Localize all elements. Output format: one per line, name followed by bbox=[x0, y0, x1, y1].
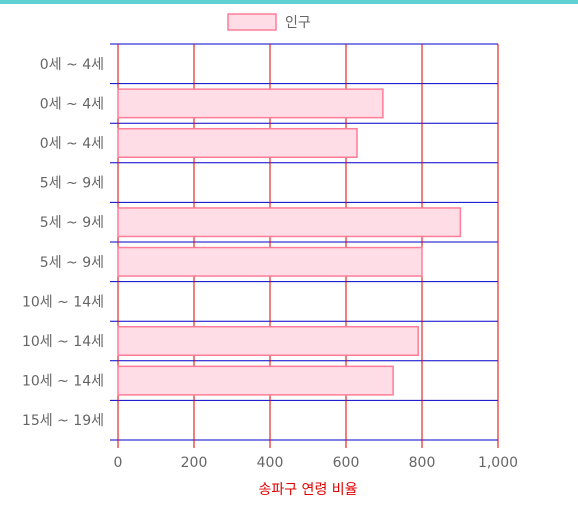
bar bbox=[117, 325, 419, 357]
y-tick-label: 0세 ~ 4세 bbox=[40, 136, 104, 152]
legend-label[interactable]: 인구 bbox=[285, 15, 311, 31]
y-tick-label: 0세 ~ 4세 bbox=[40, 57, 104, 73]
x-axis-ticks: 0 200 400 600 800 1,000 bbox=[114, 455, 519, 471]
y-tick-label: 5세 ~ 9세 bbox=[40, 215, 104, 231]
x-tick-label: 600 bbox=[333, 455, 360, 471]
x-tick-label: 1,000 bbox=[478, 455, 518, 471]
x-tick-label: 400 bbox=[257, 455, 284, 471]
bar bbox=[117, 207, 462, 238]
legend-swatch[interactable] bbox=[227, 13, 277, 31]
bar bbox=[117, 88, 384, 119]
y-tick-label: 0세 ~ 4세 bbox=[40, 96, 104, 112]
y-tick-label: 10세 ~ 14세 bbox=[22, 334, 104, 350]
x-tick-label: 0 bbox=[114, 455, 123, 471]
bar-series bbox=[117, 88, 462, 396]
y-axis-ticks: 0세 ~ 4세 0세 ~ 4세 0세 ~ 4세 5세 ~ 9세 5세 ~ 9세 5세 ~ … bbox=[22, 57, 104, 429]
x-tick-label: 800 bbox=[409, 455, 436, 471]
y-tick-label: 5세 ~ 9세 bbox=[40, 255, 104, 271]
bar bbox=[117, 365, 394, 396]
bar bbox=[117, 246, 423, 277]
x-tick-label: 200 bbox=[181, 455, 208, 471]
y-tick-label: 5세 ~ 9세 bbox=[40, 176, 104, 192]
y-tick-label: 10세 ~ 14세 bbox=[22, 294, 104, 310]
y-tick-label: 15세 ~ 19세 bbox=[22, 413, 104, 429]
y-tick-label: 10세 ~ 14세 bbox=[22, 374, 104, 390]
legend[interactable]: 인구 bbox=[227, 13, 311, 31]
x-axis-title: 송파구 연령 비율 bbox=[258, 482, 357, 498]
bar bbox=[117, 127, 358, 159]
top-accent-bar bbox=[0, 0, 578, 4]
